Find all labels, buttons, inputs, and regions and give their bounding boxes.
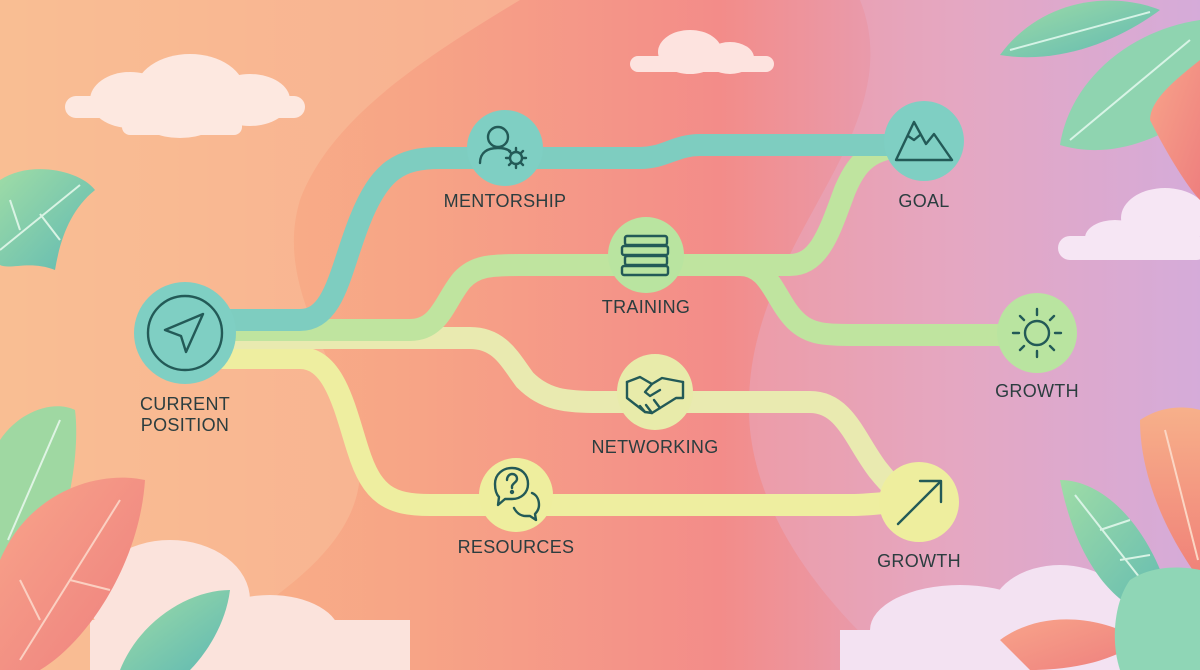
arrow-up-right-icon	[896, 479, 943, 526]
growth-sun-label: GROWTH	[995, 381, 1079, 401]
training-label: TRAINING	[602, 297, 690, 317]
books-icon	[620, 234, 670, 277]
mountain-icon	[894, 120, 954, 162]
navigation-arrow-icon	[146, 294, 224, 372]
sun-icon	[1011, 307, 1063, 359]
node-current-position[interactable]: CURRENT POSITION	[134, 282, 236, 435]
mentorship-label: MENTORSHIP	[444, 191, 567, 211]
node-mentorship[interactable]: MENTORSHIP	[444, 110, 567, 211]
growth-arrow-label: GROWTH	[877, 551, 961, 571]
current-position-label-line2: POSITION	[141, 415, 229, 435]
user-gear-icon	[478, 125, 528, 170]
handshake-icon	[625, 375, 685, 415]
cream-path-line	[189, 327, 926, 511]
teal-path-line	[189, 134, 931, 331]
resources-label: RESOURCES	[458, 537, 575, 557]
current-position-circle	[134, 282, 236, 384]
cloud-right	[1058, 188, 1200, 260]
current-position-label-line1: CURRENT	[140, 394, 230, 414]
cloud-top-left	[65, 54, 305, 138]
leaf-top-right-cluster	[1000, 0, 1200, 200]
node-networking[interactable]: NETWORKING	[592, 354, 719, 457]
growth-sun-circle	[997, 293, 1077, 373]
node-growth-arrow[interactable]: GROWTH	[877, 462, 961, 571]
node-resources[interactable]: RESOURCES	[458, 458, 575, 557]
node-growth-sun[interactable]: GROWTH	[995, 293, 1079, 401]
leaf-left-mid	[0, 169, 95, 270]
node-training[interactable]: TRAINING	[602, 217, 690, 317]
leaf-bottom-left-cluster	[0, 406, 230, 670]
cloud-top-center	[630, 30, 774, 74]
networking-label: NETWORKING	[592, 437, 719, 457]
leaf-bottom-right-cluster	[1000, 407, 1200, 670]
goal-label: GOAL	[898, 191, 949, 211]
chat-question-icon	[493, 466, 541, 522]
node-goal[interactable]: GOAL	[884, 101, 964, 211]
